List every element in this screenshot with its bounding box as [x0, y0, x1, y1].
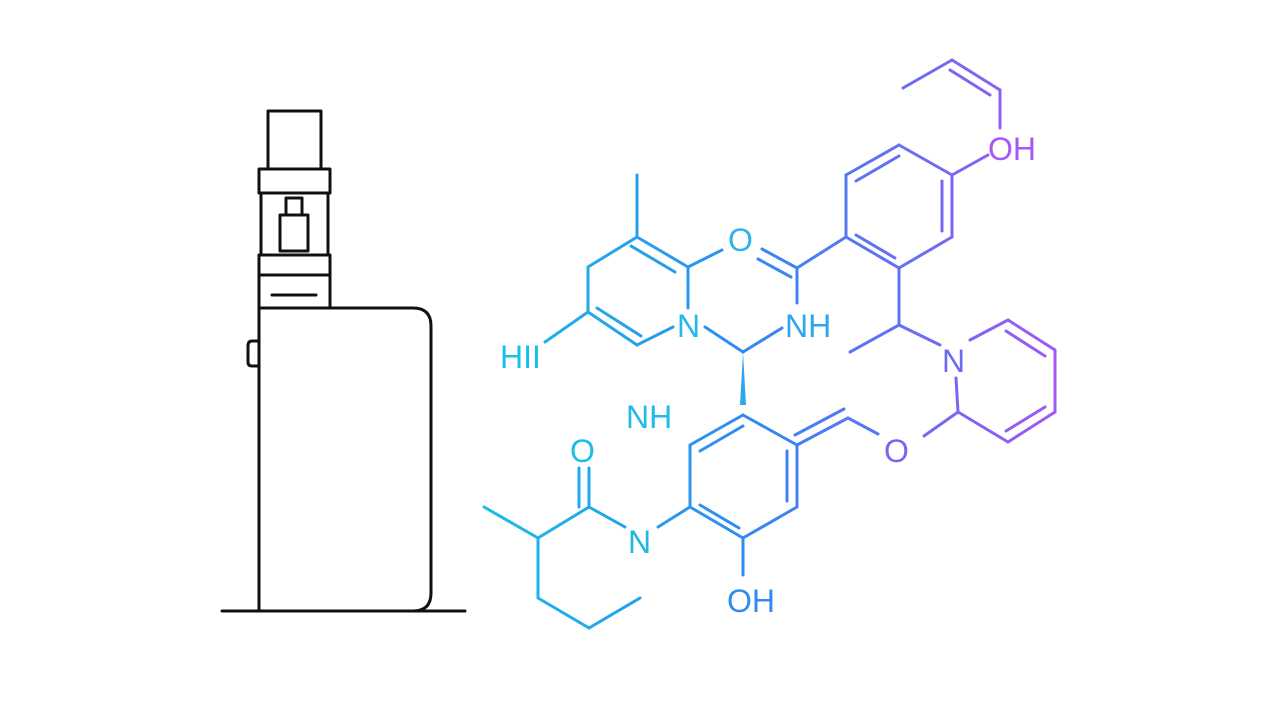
atom-label-o-ether: O — [884, 433, 909, 469]
bond — [897, 235, 954, 270]
bond — [586, 235, 639, 269]
atom-label-oh-bottom: OH — [727, 583, 775, 619]
molecule-structure — [482, 58, 1057, 630]
bond — [897, 323, 942, 347]
bond — [922, 410, 960, 438]
atom-label-o-left: O — [570, 433, 595, 469]
bond — [741, 505, 799, 540]
atom-label-nh-free: NH — [626, 399, 672, 435]
atom-label-n-right: N — [942, 343, 965, 379]
bond — [954, 376, 960, 414]
bond — [543, 310, 590, 344]
fire-button — [246, 339, 261, 368]
bond — [688, 413, 745, 447]
bond — [698, 503, 741, 530]
bond — [950, 153, 990, 177]
tank-base-ring-1 — [257, 253, 332, 277]
bond — [1006, 410, 1057, 444]
bond — [536, 505, 591, 540]
bond — [595, 306, 643, 338]
bond — [586, 310, 639, 347]
bond — [741, 326, 784, 354]
bond — [760, 247, 799, 270]
atom-label-oh-top: OH — [988, 131, 1036, 167]
bond — [1004, 329, 1047, 358]
bond — [854, 154, 901, 183]
bond — [587, 596, 642, 630]
drip-tip — [266, 109, 323, 171]
bond — [741, 413, 799, 447]
bond — [793, 407, 846, 437]
bond — [950, 58, 1002, 92]
bond — [703, 325, 745, 354]
bond — [795, 416, 850, 447]
mod-box — [257, 306, 433, 613]
atom-label-o: O — [728, 222, 753, 258]
vape-device-icon — [220, 109, 467, 613]
bond — [846, 416, 880, 436]
atom-label-n: N — [677, 308, 700, 344]
tank-top-ring — [257, 167, 332, 195]
bond — [901, 58, 954, 90]
tank-base-ring-2 — [257, 273, 332, 310]
bond — [656, 505, 692, 529]
bond — [956, 410, 1010, 444]
bond — [848, 323, 901, 354]
bond — [482, 505, 540, 540]
bond — [948, 68, 992, 97]
wedge-bond — [740, 352, 746, 405]
bond — [795, 235, 848, 270]
bond — [688, 505, 745, 540]
bond — [1006, 318, 1057, 352]
bond — [698, 424, 745, 453]
atom-labels: O NH N HII NH O N OH O N OH — [500, 131, 1036, 619]
bond — [756, 257, 793, 279]
bond — [854, 233, 897, 260]
bond — [587, 505, 627, 529]
bond — [629, 244, 677, 274]
tank-body — [259, 191, 330, 257]
atom-label-nh: NH — [785, 308, 831, 344]
atom-label-n-amide: N — [628, 524, 651, 560]
bond — [844, 143, 901, 177]
bond — [536, 596, 591, 630]
bond — [968, 318, 1010, 342]
bond — [635, 325, 675, 347]
bond — [897, 143, 954, 177]
bond — [686, 248, 724, 269]
tank-window — [278, 213, 310, 253]
bond — [844, 235, 901, 270]
bond — [635, 235, 690, 269]
tank-window-top — [284, 196, 304, 217]
bond — [1004, 405, 1047, 433]
atom-label-hii: HII — [500, 339, 541, 375]
